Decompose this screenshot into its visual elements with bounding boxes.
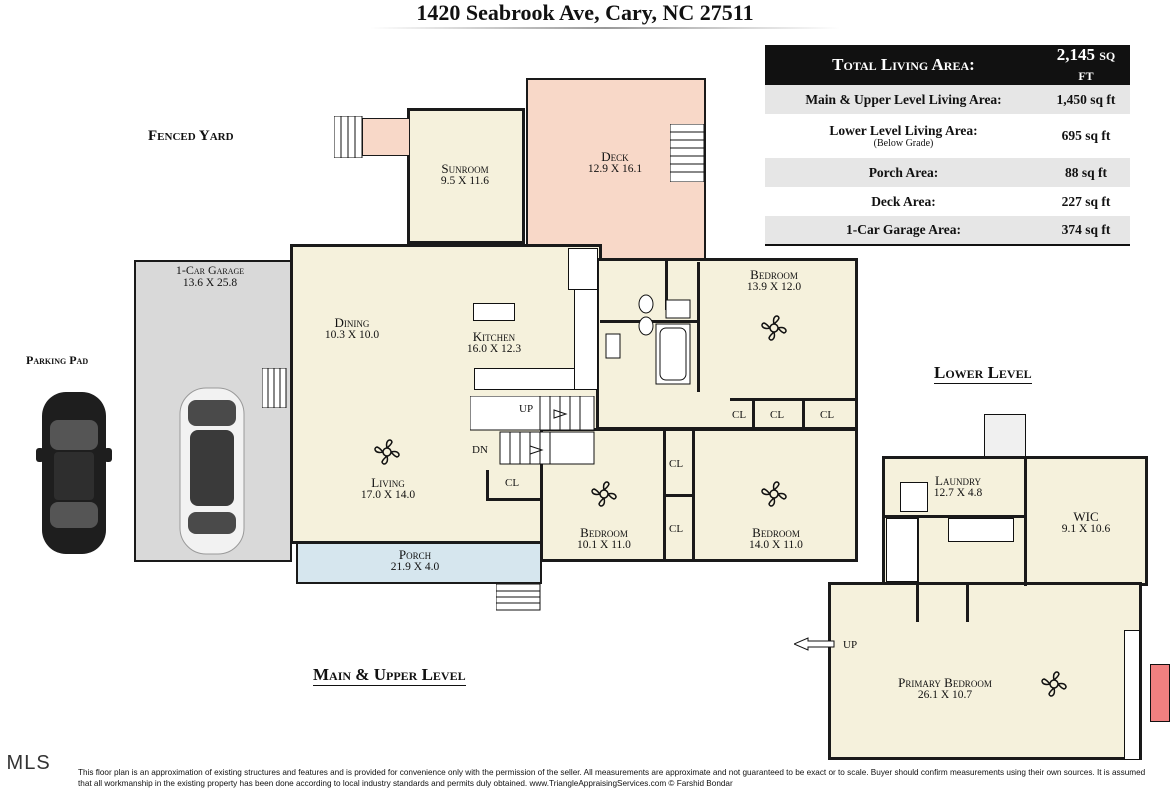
hearth [1124,630,1140,760]
disclaimer-text: This floor plan is an approximation of e… [78,768,1146,788]
fireplace [1150,664,1170,722]
lower-level-heading: Lower Level [934,363,1032,384]
bedroom-label: Bedroom 10.1 X 11.0 [577,525,631,551]
wall [1024,456,1027,586]
dining-label: Dining 10.3 X 10.0 [324,315,380,341]
primary-bedroom-room [828,582,1142,760]
main-level-heading: Main & Upper Level [313,665,466,686]
total-area-label: Total Living Area: [765,45,1042,85]
area-row: Porch Area: 88 sq ft [765,158,1130,187]
bedroom-label: Bedroom 14.0 X 11.0 [749,525,803,551]
ceiling-fan-icon [374,439,400,465]
wall [486,498,542,501]
deck-stairs [670,124,705,182]
bathroom-fixtures [605,294,691,385]
closet-label: CL [669,458,684,470]
parking-pad-label: Parking Pad [26,353,89,367]
wall [540,430,543,510]
deck-label: Deck 12.9 X 16.1 [587,149,643,175]
stairs-down-label: DN [472,444,488,456]
page-title: 1420 Seabrook Ave, Cary, NC 27511 [416,0,754,25]
kitchen-label: Kitchen 16.0 X 12.3 [466,329,522,355]
area-sublabel: (Below Grade) [873,138,934,149]
sunroom-steps [334,116,363,158]
primary-bedroom-label: Primary Bedroom 26.1 X 10.7 [898,675,992,701]
area-label: Lower Level Living Area:(Below Grade) [765,114,1042,158]
lower-level-window-well [984,414,1026,458]
stairs-up-arrow [794,637,835,651]
porch-steps [496,584,541,611]
car-icon [179,387,245,555]
fenced-yard-label: Fenced Yard [148,128,234,144]
closet-label: CL [732,409,747,421]
wall [916,582,919,622]
area-label: Porch Area: [765,158,1042,187]
main-stairs [470,396,595,465]
title-underline [370,27,840,29]
area-value: 88 sq ft [1042,158,1130,187]
area-row: Main & Upper Level Living Area: 1,450 sq… [765,85,1130,114]
stairs-up-label: UP [843,639,858,651]
wic-label: WIC 9.1 X 10.6 [1061,509,1111,535]
living-label: Living 17.0 X 14.0 [360,475,416,501]
wall [663,494,695,497]
closet-label: CL [820,409,835,421]
area-value: 227 sq ft [1061,193,1111,209]
wall [730,398,856,401]
wall [882,515,1027,518]
stairs-up-label: UP [519,403,534,415]
wall [697,262,700,392]
ceiling-fan-icon [761,481,787,507]
area-row: Lower Level Living Area:(Below Grade) 69… [765,114,1130,158]
area-value: 695 sq ft [1061,128,1111,143]
closet-label: CL [770,409,785,421]
closet-label: CL [669,523,684,535]
wall [752,398,755,430]
refrigerator [568,248,598,290]
area-label: Main & Upper Level Living Area: [765,85,1042,114]
total-area-row: Total Living Area: 2,145 sq ft [765,45,1130,85]
sunroom-landing [362,118,410,156]
laundry-label: Laundry 12.7 X 4.8 [933,473,983,499]
bedroom-label: Bedroom 13.9 X 12.0 [746,267,802,293]
total-area-value: 2,145 sq ft [1042,45,1130,85]
closet-label: CL [505,477,520,489]
porch-label: Porch 21.9 X 4.0 [390,547,440,573]
kitchen-counter [474,368,576,390]
garage-label: 1-Car Garage 13.6 X 25.8 [175,263,245,290]
ceiling-fan-icon [1041,671,1067,697]
kitchen-island [473,303,515,321]
washer-dryer [900,482,928,512]
car-icon [36,392,112,554]
mls-logo: MLS [0,752,51,774]
shower [886,518,918,582]
wall [486,470,489,500]
garage-steps [262,368,287,408]
ceiling-fan-icon [591,481,617,507]
area-row: 1-Car Garage Area: 374 sq ft [765,216,1130,246]
porch-area [296,542,542,584]
wall [802,398,805,430]
area-label: Deck Area: [871,193,936,209]
area-value: 1,450 sq ft [1042,85,1130,114]
kitchen-counter [574,288,598,390]
area-summary-table: Total Living Area: 2,145 sq ft Main & Up… [765,45,1130,246]
sunroom-label: Sunroom 9.5 X 11.6 [440,161,490,187]
wall [966,582,969,622]
area-value: 374 sq ft [1042,216,1130,246]
wall [665,258,668,310]
ceiling-fan-icon [761,315,787,341]
bathroom-vanity [948,518,1014,542]
sunroom-room [407,108,525,244]
area-label: 1-Car Garage Area: [765,216,1042,246]
area-row: Deck Area: 227 sq ft [765,187,1130,216]
